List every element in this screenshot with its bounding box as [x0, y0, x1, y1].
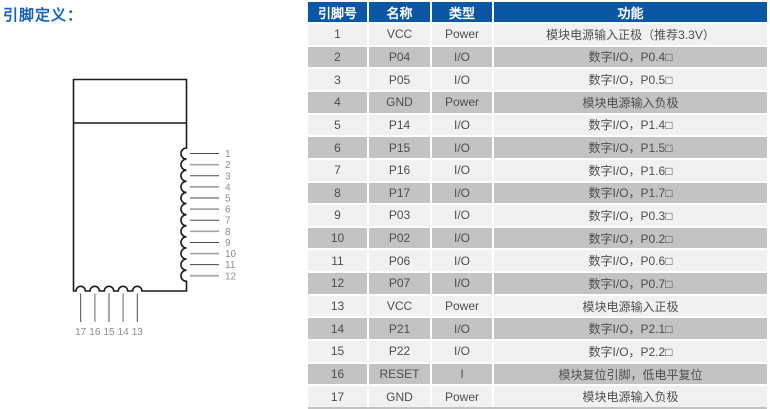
pin-number-cell: 10: [308, 227, 367, 249]
pin-function-cell: 模块电源输入负极: [494, 91, 767, 113]
pin-number-label: 16: [89, 327, 101, 338]
pin-type-cell: I/O: [432, 341, 492, 362]
pin-number-label: 15: [103, 327, 115, 338]
pin-type-cell: I/O: [432, 46, 492, 68]
column-header-name: 名称: [369, 2, 430, 22]
pin-number-label: 3: [225, 171, 231, 182]
pin-function-cell: 数字I/O，P0.4□: [494, 46, 767, 68]
pin-function-cell: 模块复位引脚，低电平复位: [494, 363, 767, 385]
pin-type-cell: I/O: [432, 137, 492, 158]
table-cutoff-row: [308, 407, 767, 409]
pin-function-cell: 数字I/O，P0.7□: [494, 273, 767, 294]
pin-number-label: 1: [225, 149, 231, 160]
pin-type-cell: Power: [432, 91, 492, 113]
pin-number-label: 11: [225, 260, 236, 271]
pin-number-label: 10: [225, 249, 237, 260]
pin-number-label: 6: [225, 205, 231, 216]
column-header-function: 功能: [494, 2, 767, 22]
pin-number-cell: 9: [308, 205, 367, 226]
pin-number-label: 2: [225, 160, 231, 171]
module-outline: [72, 78, 188, 292]
pin-number-label: 12: [225, 271, 237, 282]
pin-name-cell: P05: [369, 69, 430, 90]
pin-type-cell: I/O: [432, 159, 492, 181]
pin-name-cell: VCC: [369, 295, 430, 317]
pin-number-cell: 14: [308, 318, 367, 340]
pin-name-cell: P16: [369, 159, 430, 181]
pin-type-cell: I/O: [432, 114, 492, 136]
pin-number-cell: 4: [308, 91, 367, 113]
pin-function-cell: 模块电源输入正极: [494, 295, 767, 317]
pin-name-cell: GND: [369, 91, 430, 113]
pin-type-cell: I/O: [432, 273, 492, 294]
pin-number-cell: 12: [308, 273, 367, 294]
pin-type-cell: I/O: [432, 250, 492, 272]
pin-type-cell: Power: [432, 386, 492, 407]
pin-number-label: 17: [75, 327, 87, 338]
pin-number-label: 9: [225, 238, 231, 249]
pin-number-label: 5: [225, 194, 231, 205]
pin-type-cell: I/O: [432, 205, 492, 226]
pin-name-cell: P04: [369, 46, 430, 68]
pin-number-cell: 1: [308, 24, 367, 45]
pin-number-label: 13: [132, 327, 144, 338]
pin-name-cell: P15: [369, 137, 430, 158]
pin-function-cell: 数字I/O，P0.2□: [494, 227, 767, 249]
pin-function-cell: 数字I/O，P0.6□: [494, 250, 767, 272]
pin-number-cell: 2: [308, 46, 367, 68]
pin-function-cell: 模块电源输入正极（推荐3.3V）: [494, 24, 767, 45]
pin-name-cell: RESET: [369, 363, 430, 385]
pin-function-cell: 数字I/O，P1.6□: [494, 159, 767, 181]
pin-function-cell: 数字I/O，P1.5□: [494, 137, 767, 158]
pin-function-cell: 模块电源输入负极: [494, 386, 767, 407]
pin-number-label: 14: [118, 327, 130, 338]
pin-number-cell: 13: [308, 295, 367, 317]
pin-name-cell: P02: [369, 227, 430, 249]
pin-type-cell: Power: [432, 295, 492, 317]
pin-type-cell: I/O: [432, 182, 492, 204]
pin-type-cell: Power: [432, 24, 492, 45]
pin-number-cell: 5: [308, 114, 367, 136]
pin-number-cell: 8: [308, 182, 367, 204]
pin-number-cell: 3: [308, 69, 367, 90]
pin-number-cell: 7: [308, 159, 367, 181]
pin-number-cell: 6: [308, 137, 367, 158]
pin-function-cell: 数字I/O，P0.3□: [494, 205, 767, 226]
pin-function-cell: 数字I/O，P0.5□: [494, 69, 767, 90]
pin-name-cell: P14: [369, 114, 430, 136]
pin-number-cell: 16: [308, 363, 367, 385]
pin-type-cell: I/O: [432, 227, 492, 249]
pin-number-label: 8: [225, 227, 231, 238]
column-header-type: 类型: [432, 2, 492, 22]
pin-name-cell: P03: [369, 205, 430, 226]
column-header-pin: 引脚号: [308, 2, 367, 22]
pin-name-cell: P22: [369, 341, 430, 362]
pin-name-cell: VCC: [369, 24, 430, 45]
pin-type-cell: I/O: [432, 318, 492, 340]
pin-name-cell: P17: [369, 182, 430, 204]
pin-function-cell: 数字I/O，P2.2□: [494, 341, 767, 362]
pin-name-cell: P07: [369, 273, 430, 294]
pin-number-label: 4: [225, 182, 231, 193]
pin-type-cell: I/O: [432, 69, 492, 90]
pin-name-cell: P21: [369, 318, 430, 340]
page-title: 引脚定义：: [3, 7, 84, 24]
pin-function-cell: 数字I/O，P1.4□: [494, 114, 767, 136]
pin-name-cell: GND: [369, 386, 430, 407]
pin-number-cell: 15: [308, 341, 367, 362]
pin-number-cell: 17: [308, 386, 367, 407]
pin-function-cell: 数字I/O，P2.1□: [494, 318, 767, 340]
pin-type-cell: I: [432, 363, 492, 385]
pin-number-label: 7: [225, 216, 231, 227]
pin-function-cell: 数字I/O，P1.7□: [494, 182, 767, 204]
pin-number-cell: 11: [308, 250, 367, 272]
pin-name-cell: P06: [369, 250, 430, 272]
